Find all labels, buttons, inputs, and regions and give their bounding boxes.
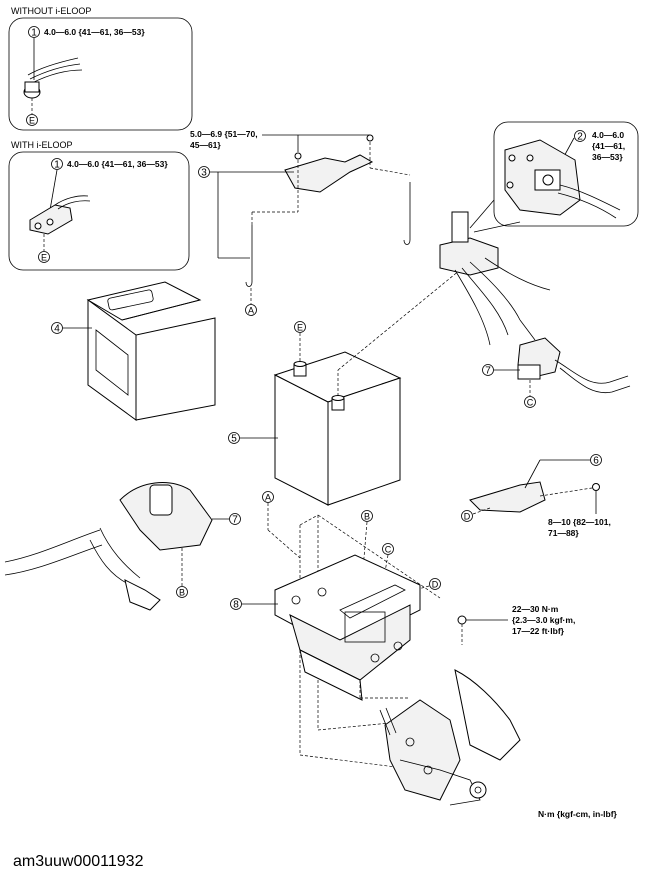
inset-without-ref-e: E — [29, 116, 35, 126]
negative-terminal-upper: 7 C — [482, 337, 631, 408]
ref-d-clamp: D — [464, 512, 471, 522]
tray-bolt-torque-2: {2.3—3.0 kgf·m, — [512, 615, 575, 625]
clamp-bracket: 6 8—10 {82—101, 71—88} D — [461, 454, 611, 538]
inset-with-title: WITH i-ELOOP — [11, 140, 73, 150]
callout-6: 6 — [593, 456, 599, 467]
tray-bolt-torque-3: 17—22 ft·lbf} — [512, 626, 565, 636]
ref-a-rod: A — [248, 306, 254, 316]
ref-d-tray: D — [432, 580, 439, 590]
inset-with-callout: 1 — [54, 160, 60, 171]
callout-7-lower: 7 — [232, 515, 238, 526]
tray-bolt-torque-1: 22—30 N·m — [512, 604, 559, 614]
battery-box: 4 — [51, 281, 216, 421]
unit-note: N·m {kgf-cm, in-lbf} — [538, 809, 618, 819]
inset-terminal-detail: 2 4.0—6.0 {41—61, 36—53} — [469, 121, 639, 233]
figure-id: am3uuw00011932 — [13, 853, 144, 870]
inset-with-i-eloop: WITH i-ELOOP 1 4.0—6.0 {41—61, 36—53} E — [8, 140, 190, 271]
positive-cable-assembly — [439, 211, 551, 346]
callout-8: 8 — [233, 600, 239, 611]
detail-torque-1: 4.0—6.0 — [592, 130, 624, 140]
clamp-right-torque-1: 8—10 {82—101, — [548, 517, 611, 527]
inset-without-callout: 1 — [31, 28, 37, 39]
ref-e-battery: E — [297, 323, 303, 333]
detail-torque-3: 36—53} — [592, 152, 623, 162]
callout-7-upper: 7 — [485, 366, 491, 377]
clamp-right-torque-2: 71—88} — [548, 528, 579, 538]
callout-3: 3 — [201, 168, 207, 179]
battery-clamp: 5.0—6.9 {51—70, 45—61} 3 A — [190, 129, 411, 316]
detail-callout: 2 — [577, 132, 583, 143]
inset-without-title: WITHOUT i-ELOOP — [11, 6, 91, 16]
ref-c-tray: C — [385, 545, 392, 555]
inset-with-torque: 4.0—6.0 {41—61, 36—53} — [67, 159, 168, 169]
negative-cable-lower: 7 B — [4, 482, 241, 611]
ref-b-tray: B — [364, 512, 370, 522]
callout-5: 5 — [231, 434, 237, 445]
inset-with-ref-e: E — [41, 253, 47, 263]
battery: E 5 — [228, 269, 461, 506]
battery-tray: A B C D 8 22—30 N·m {2.3—3 — [230, 491, 575, 771]
clamp-top-torque-2: 45—61} — [190, 140, 221, 150]
inset-without-i-eloop: WITHOUT i-ELOOP 1 4.0—6.0 {41—61, 36—53}… — [8, 6, 193, 131]
clamp-top-torque-1: 5.0—6.9 {51—70, — [190, 129, 258, 139]
callout-4: 4 — [54, 324, 60, 335]
ref-b-cable: B — [179, 588, 185, 598]
ref-a-tray: A — [265, 493, 271, 503]
tray-mount-bracket — [359, 669, 521, 806]
detail-torque-2: {41—61, — [592, 141, 625, 151]
ref-c-cable: C — [527, 398, 534, 408]
inset-without-torque: 4.0—6.0 {41—61, 36—53} — [44, 27, 145, 37]
